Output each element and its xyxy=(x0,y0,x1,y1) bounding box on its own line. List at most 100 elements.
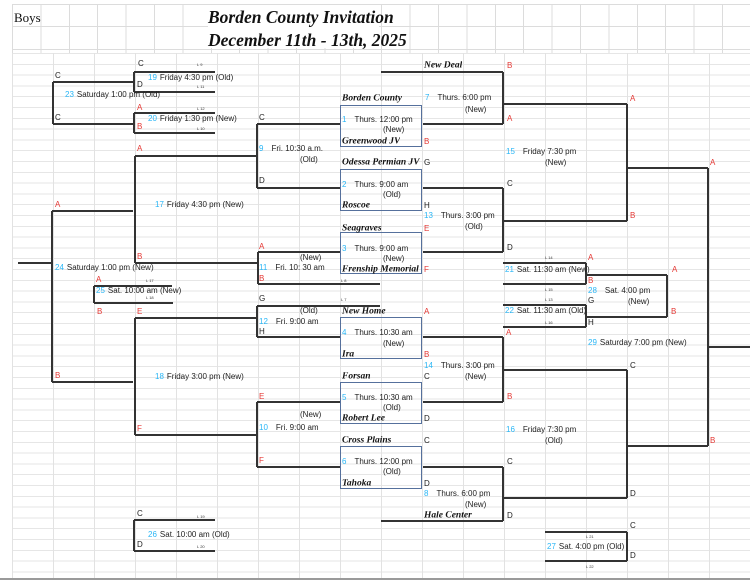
bracket-line xyxy=(586,316,667,318)
team-name: New Deal xyxy=(424,61,463,71)
loser-label: L 17 xyxy=(146,278,154,283)
game-time: Thurs. 6:00 pm xyxy=(436,489,491,498)
game-time: Thurs. 3:00 pm xyxy=(440,211,495,220)
bracket-line xyxy=(94,285,172,287)
bracket-line xyxy=(423,466,503,468)
game-gym: (New) xyxy=(545,158,567,167)
team-name: Roscoe xyxy=(342,201,370,211)
team-name: Forsan xyxy=(342,372,371,382)
bracket-slot-letter: A xyxy=(507,114,513,123)
bracket-slot-letter: D xyxy=(137,80,143,89)
game-time: Fri. 9:00 am xyxy=(275,423,319,432)
game-gym: (Old) xyxy=(383,403,401,412)
division-label: Boys xyxy=(14,10,41,25)
bracket-slot-letter: F xyxy=(137,424,142,433)
game-time: Thurs. 12:00 pm xyxy=(354,115,413,124)
bracket-line xyxy=(134,132,215,134)
bracket-line xyxy=(503,103,627,105)
game-number: 16 xyxy=(506,425,515,434)
game-number: 19 xyxy=(148,73,157,82)
game-time: Thurs. 9:00 am xyxy=(354,180,409,189)
loser-label: L 15 xyxy=(545,287,553,292)
game-time: Thurs. 12:00 pm xyxy=(354,457,413,466)
game-gym: (New) xyxy=(383,254,405,263)
game-time: Sat. 11:30 am (New) xyxy=(516,265,590,274)
bracket-line xyxy=(708,346,750,348)
bracket-slot-letter: A xyxy=(588,253,594,262)
bracket-slot-letter: B xyxy=(424,137,430,146)
bracket-slot-letter: C xyxy=(424,372,430,381)
bracket-line xyxy=(52,210,133,212)
game-number: 27 xyxy=(547,542,556,551)
bracket-slot-letter: F xyxy=(259,456,264,465)
game-number: 23 xyxy=(65,90,74,99)
bracket-slot-letter: A xyxy=(710,158,716,167)
bracket-line xyxy=(545,531,627,533)
game-number: 7 xyxy=(425,93,430,102)
game-gym: (Old) xyxy=(545,436,563,445)
bracket-slot-letter: E xyxy=(259,392,265,401)
game-time: Thurs. 9:00 am xyxy=(354,244,409,253)
bracket-line xyxy=(134,112,215,114)
bracket-line xyxy=(256,402,258,467)
bracket-line xyxy=(133,520,135,551)
team-name: Cross Plains xyxy=(342,436,392,446)
team-name: Frenship Memorial xyxy=(342,265,419,275)
bracket-slot-letter: D xyxy=(137,540,143,549)
bracket-line xyxy=(257,123,340,125)
game-time: Friday 3:00 pm (New) xyxy=(166,372,244,381)
game-box-5 xyxy=(340,382,422,424)
game-gym: (New) xyxy=(383,339,405,348)
bracket-slot-letter: C xyxy=(259,113,265,122)
loser-label: L 10 xyxy=(197,126,205,131)
bracket-line xyxy=(134,71,215,73)
game-time: Friday 7:30 pm xyxy=(522,425,577,434)
bracket-line xyxy=(626,532,628,561)
bracket-slot-letter: E xyxy=(137,307,143,316)
loser-label: L 18 xyxy=(146,295,154,300)
game-time: Sat. 11:30 am (Old) xyxy=(516,306,587,315)
game-time: Sat. 10:00 am (New) xyxy=(107,286,182,295)
bracket-line xyxy=(545,560,627,562)
game-number: 2 xyxy=(342,180,347,189)
bracket-slot-letter: D xyxy=(507,243,513,252)
bracket-line xyxy=(53,81,134,83)
game-number: 29 xyxy=(588,338,597,347)
bracket-line xyxy=(503,326,586,328)
bracket-line xyxy=(258,283,380,285)
game-number: 13 xyxy=(424,211,433,220)
game-gym: (New) xyxy=(383,125,405,134)
bracket-line xyxy=(502,467,504,521)
game-number: 8 xyxy=(424,489,429,498)
bracket-slot-letter: A xyxy=(506,328,512,337)
bracket-line xyxy=(381,71,503,73)
bracket-line xyxy=(94,302,173,304)
bracket-line xyxy=(134,519,215,521)
bracket-line xyxy=(257,466,340,468)
bracket-slot-letter: B xyxy=(710,436,716,445)
bracket-line xyxy=(707,168,709,446)
bracket-slot-letter: A xyxy=(137,144,143,153)
loser-label: L 8 xyxy=(341,278,347,283)
game-number: 20 xyxy=(148,114,157,123)
team-name: Seagraves xyxy=(342,224,382,234)
bracket-slot-letter: D xyxy=(630,551,636,560)
tournament-dates: December 11th - 13th, 2025 xyxy=(208,30,407,50)
game-gym: (New) xyxy=(628,297,650,306)
game-time: Sat. 10:00 am (Old) xyxy=(159,530,230,539)
game-time: Saturday 1:00 pm (Old) xyxy=(76,90,161,99)
bracket-slot-letter: C xyxy=(630,361,636,370)
grid-row-line xyxy=(12,4,750,5)
game-time: Friday 1:30 pm (New) xyxy=(159,114,237,123)
bracket-slot-letter: C xyxy=(137,509,143,518)
bracket-slot-letter: H xyxy=(588,318,594,327)
